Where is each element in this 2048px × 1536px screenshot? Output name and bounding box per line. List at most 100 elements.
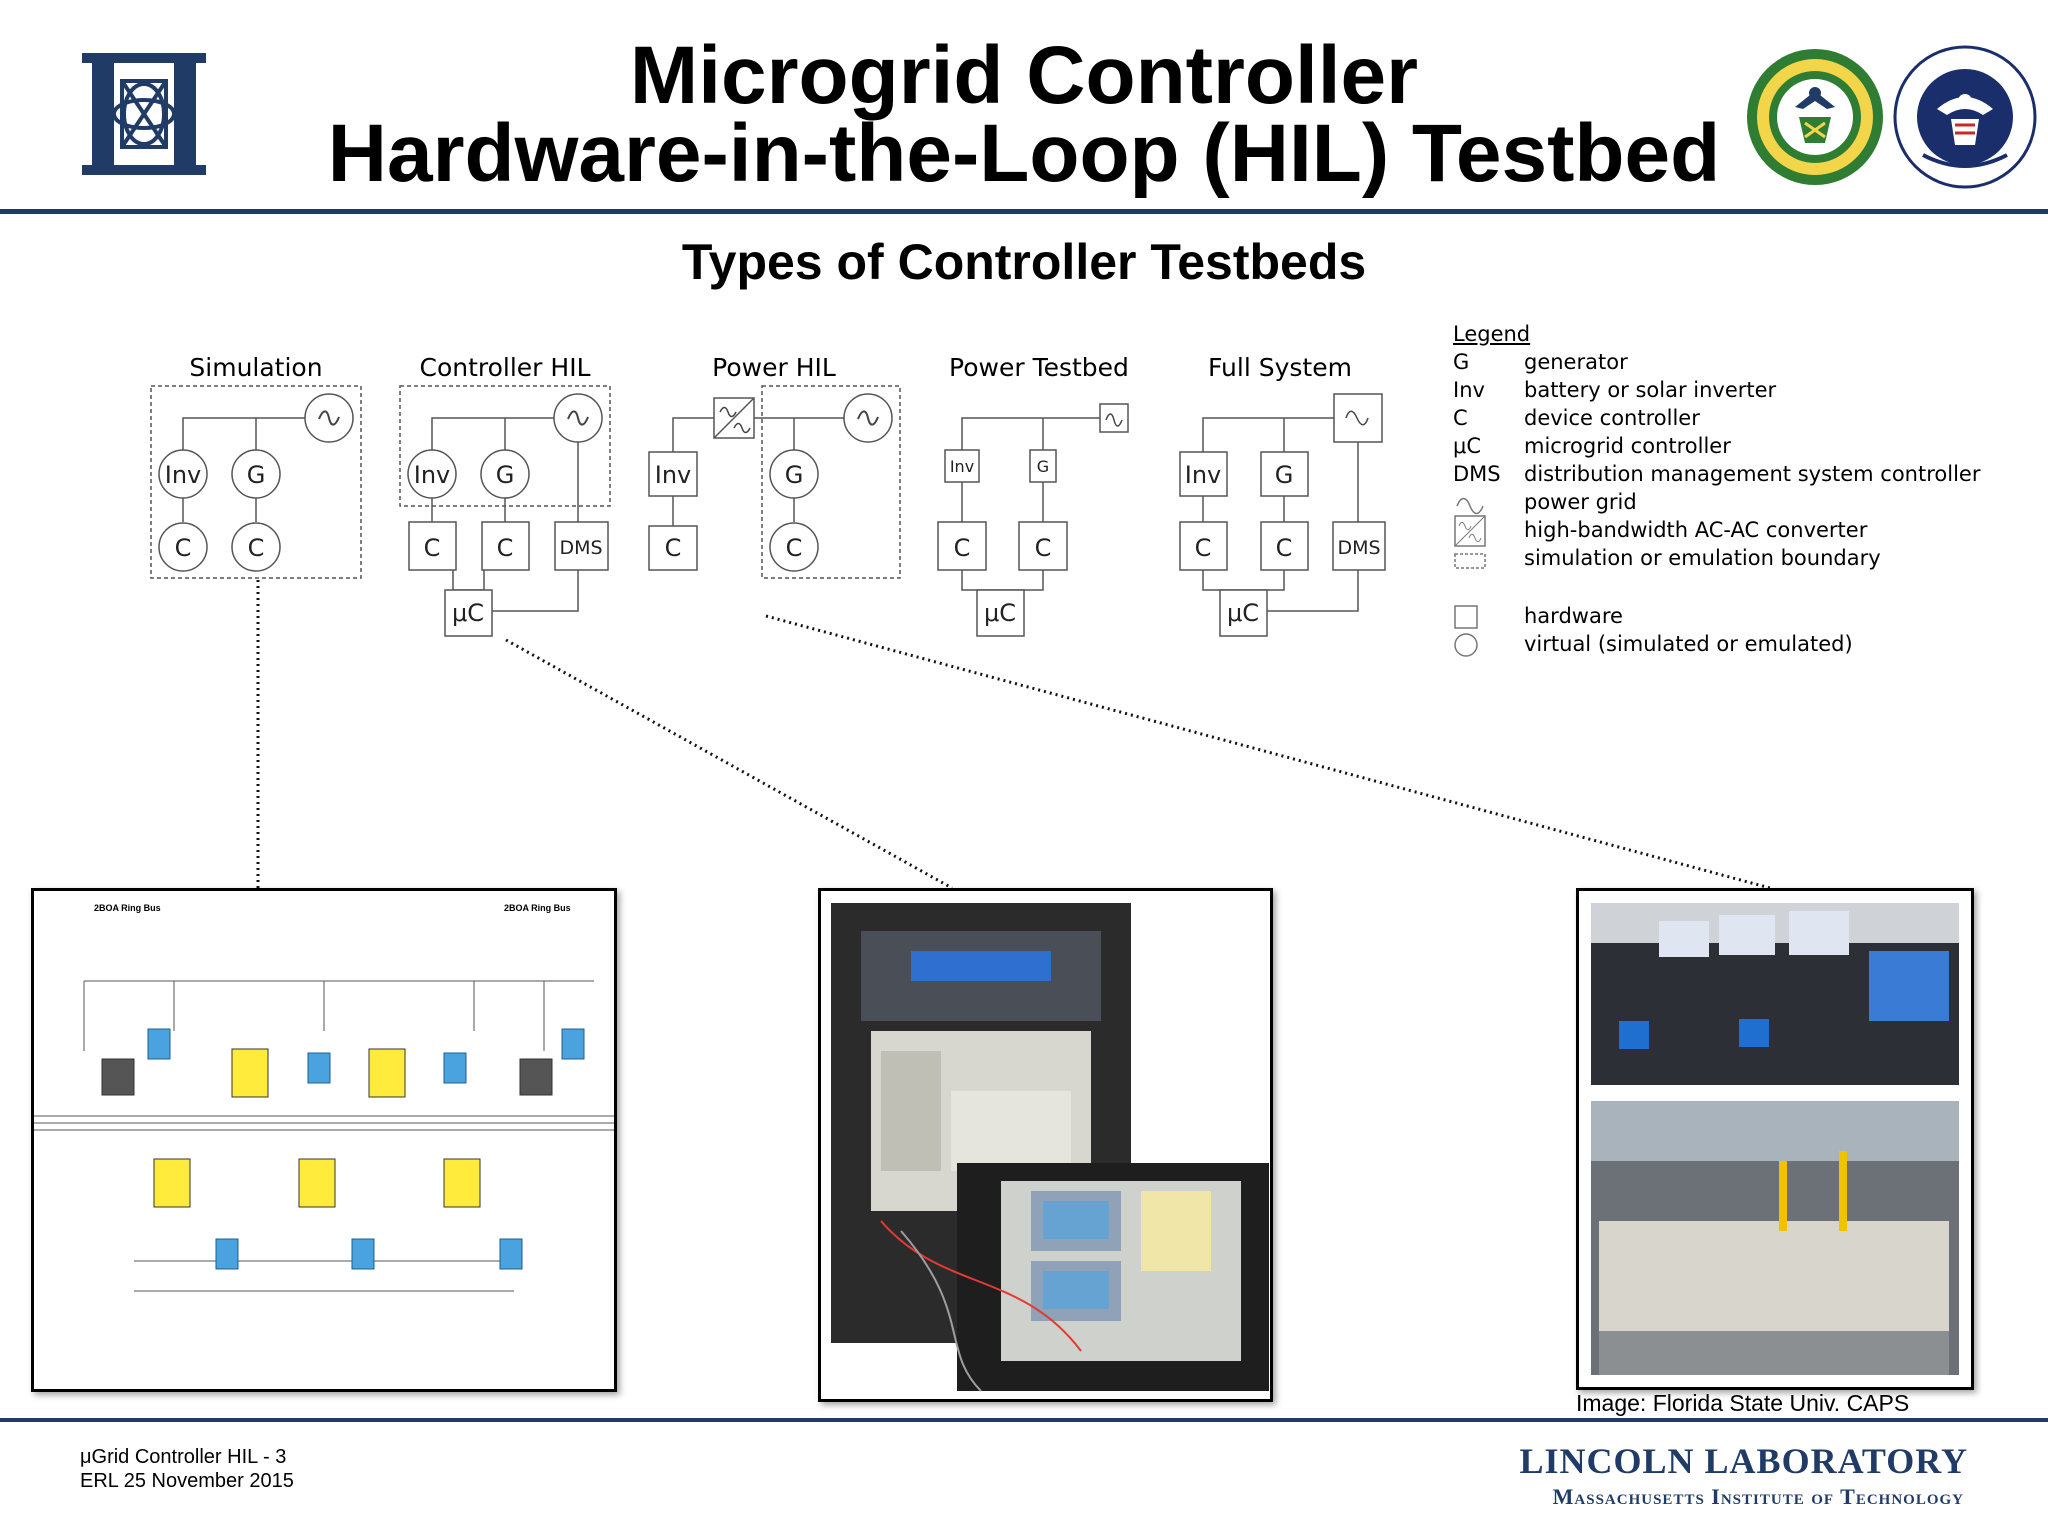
square-symbol [1454,605,1478,629]
uc-label: μC [1227,599,1259,627]
inv-label: Inv [950,457,974,476]
g-box [1029,449,1057,483]
facility-photo-art [1591,903,1959,1375]
dms-label: DMS [559,537,602,559]
c-label: C [1195,534,1212,562]
diagram-title-full-system: Full System [1208,353,1352,382]
bus-line [672,417,714,452]
legend-key: Inv [1453,378,1485,402]
c-label: C [248,534,265,562]
c-box [937,521,987,571]
header-rule [0,209,2048,214]
c-node [158,522,208,572]
uc-label: μC [452,599,484,627]
slide-title-line2: Hardware-in-the-Loop (HIL) Testbed [327,108,1721,199]
dms-label: DMS [1337,537,1380,559]
footer-slide-id: μGrid Controller HIL - 3 [80,1446,287,1468]
diagram-title-controller-hil: Controller HIL [419,353,591,382]
diagram-title-power-hil: Power HIL [712,353,836,382]
pointer-line-controller-hil [505,638,953,890]
c-label: C [175,534,192,562]
ring-bus-label-right: 2BOA Ring Bus [504,903,571,913]
legend-desc: high-bandwidth AC-AC converter [1524,518,1868,542]
c-node [769,522,819,572]
g-node [231,449,281,499]
section-subtitle: Types of Controller Testbeds [681,234,1367,290]
inv-box [944,449,980,483]
inv-node [158,449,208,499]
c-label: C [1276,534,1293,562]
g-label: G [1037,457,1049,476]
legend-desc: virtual (simulated or emulated) [1524,632,1853,656]
comm-line [961,570,1044,591]
c-node [231,522,281,572]
dhs-seal [1893,45,2037,189]
c-label: C [1035,534,1052,562]
bus-line [961,417,1100,450]
legend-desc: distribution management system controlle… [1524,462,1981,486]
power-grid-symbol [1456,497,1484,515]
g-label: G [247,461,266,489]
slide-title-line1: Microgrid Controller [629,30,1419,121]
dms-box [1332,521,1386,571]
legend-key: DMS [1453,462,1501,486]
g-label: G [1275,461,1294,489]
dashed-boundary-symbol [1454,553,1486,569]
c-box [1018,521,1068,571]
legend-desc: battery or solar inverter [1524,378,1777,402]
legend-desc: device controller [1524,406,1700,430]
comm-line [1267,570,1359,612]
g-node [480,449,530,499]
power-hil-boundary [761,385,901,579]
c-box [648,525,698,571]
legend-desc: power grid [1524,490,1637,514]
legend-key: μC [1453,434,1482,458]
c-box [408,521,457,571]
inv-label: Inv [1185,461,1222,489]
inv-box [1179,451,1228,497]
simulation-boundary [150,385,362,579]
uc-label: μC [984,599,1016,627]
ring-bus-schematic: 2BOA Ring Bus 2BOA Ring Bus [34,903,614,1292]
legend-desc: microgrid controller [1524,434,1731,458]
mit-ll-logo [82,53,206,175]
footer-rule [0,1418,2048,1422]
controller-hil-rack-photo [818,888,1273,1402]
comm-line [490,570,579,612]
legend-desc: generator [1524,350,1628,374]
image-caption: Image: Florida State Univ. CAPS [1576,1390,1910,1416]
inv-label: Inv [165,461,202,489]
lincoln-lab-name: LINCOLN LABORATORY [1519,1441,1968,1481]
comm-line [1202,570,1285,591]
c-label: C [786,534,803,562]
legend-key: C [1453,406,1468,430]
legend-heading: Legend [1453,322,1531,346]
c-label: C [665,534,682,562]
footer-date: ERL 25 November 2015 [80,1470,294,1492]
uc-box [976,589,1025,637]
diagram-title-power-testbed: Power Testbed [949,353,1129,382]
c-box [1179,521,1228,571]
legend: Legend G generator Inv battery or solar … [1453,322,1980,662]
circle-symbol [1454,633,1478,657]
c-label: C [497,534,514,562]
legend-key: G [1453,350,1470,374]
inv-box [648,451,698,497]
full-system-facility-photo [1576,888,1974,1390]
ring-bus-label-left: 2BOA Ring Bus [94,903,161,913]
bus-line [1202,417,1334,452]
doe-seal [1747,49,1883,185]
grid-box [1333,393,1383,443]
inv-node [407,449,457,499]
g-box [1260,451,1309,497]
g-label: G [496,461,515,489]
legend-desc: simulation or emulation boundary [1524,546,1881,570]
inv-label: Inv [414,461,451,489]
ac-ac-converter-symbol [1454,515,1486,547]
g-label: G [785,461,804,489]
diagram-title-simulation: Simulation [189,353,323,382]
g-node [769,449,819,499]
legend-desc: hardware [1524,604,1623,628]
c-box [1260,521,1309,571]
